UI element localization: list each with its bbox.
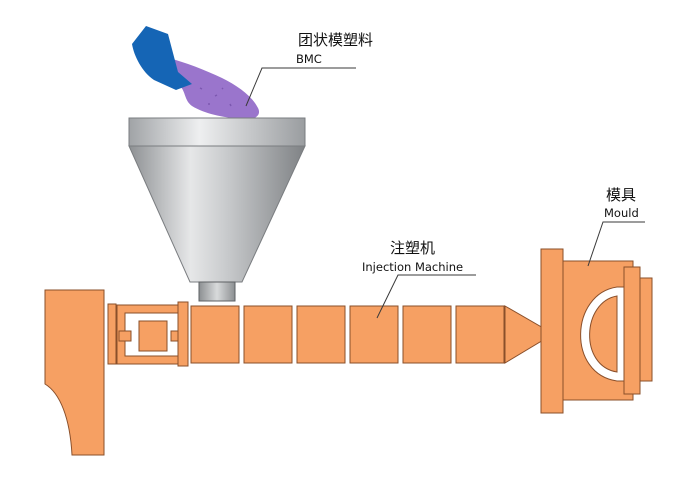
bmc-scoop-group xyxy=(132,26,260,120)
leader-lines xyxy=(245,67,645,319)
label-bmc-zh: 团状模塑料 xyxy=(298,31,373,49)
barrel-segment xyxy=(402,305,452,364)
hopper-rim xyxy=(128,117,306,147)
label-machine-en: Injection Machine xyxy=(362,260,463,274)
bmc-material-specks xyxy=(199,87,232,107)
injection-machine xyxy=(44,289,569,456)
label-bmc-en: BMC xyxy=(296,52,322,66)
mould-core xyxy=(589,295,618,373)
scoop-icon xyxy=(132,26,192,90)
leader-line-mould xyxy=(587,221,645,267)
mould-back-plate xyxy=(639,277,653,382)
label-mould-en: Mould xyxy=(604,206,639,220)
mould-fixed-plate xyxy=(540,248,564,414)
mould-moving-plate xyxy=(623,266,641,395)
barrel-flange xyxy=(177,301,189,367)
hopper xyxy=(128,117,306,302)
barrel-segment xyxy=(296,305,346,364)
barrel-segment xyxy=(190,305,240,364)
machine-drive-body xyxy=(44,289,105,456)
drive-coupling xyxy=(138,320,168,352)
drive-shaft-left xyxy=(118,330,132,342)
bmc-material xyxy=(166,58,260,120)
label-mould-zh: 模具 xyxy=(606,186,636,204)
barrel-segment xyxy=(243,305,293,364)
mould xyxy=(540,248,653,414)
labels: 团状模塑料 BMC 注塑机 Injection Machine 模具 Mould xyxy=(296,31,639,274)
leader-line-bmc xyxy=(245,67,356,107)
label-machine-zh: 注塑机 xyxy=(390,239,435,257)
barrel-segment xyxy=(455,305,505,364)
hopper-neck xyxy=(198,281,236,302)
barrel-segment xyxy=(349,305,399,364)
hopper-cone xyxy=(128,145,306,283)
leader-line-machine xyxy=(376,274,476,319)
drive-plate xyxy=(107,303,117,365)
